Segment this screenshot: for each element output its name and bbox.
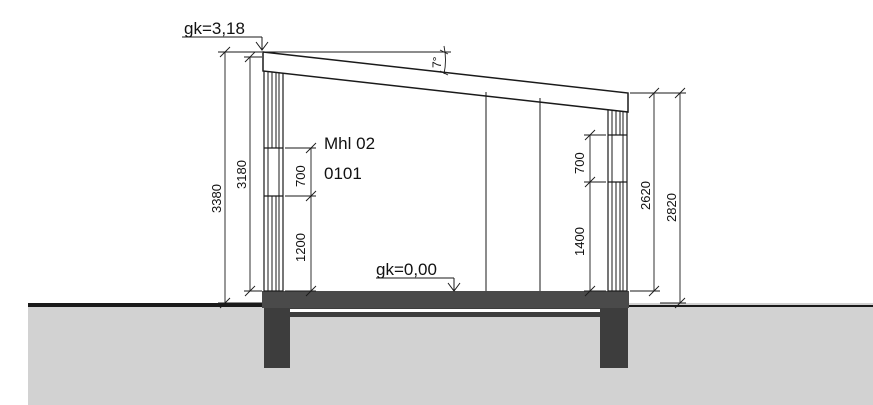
dim-left-inner-label: 3180 xyxy=(234,160,249,189)
dim-right-inner: 2620 xyxy=(630,87,660,297)
ground-fill xyxy=(28,303,873,405)
top-elevation-mark: gk=3,18 xyxy=(182,19,269,51)
dim-right-outer: 2820 xyxy=(660,87,686,309)
dim-left-outer-label: 3380 xyxy=(209,184,224,213)
right-wall xyxy=(607,107,628,292)
dim-right-outer-label: 2820 xyxy=(664,193,679,222)
dim-left-inner: 3180 xyxy=(234,51,262,297)
foundation-inner xyxy=(290,309,600,312)
room-number: 0101 xyxy=(324,164,362,183)
dim-right-sill-label: 1400 xyxy=(572,227,587,256)
roof-pitch-indicator: 7° xyxy=(263,45,451,76)
left-wall xyxy=(263,69,284,292)
dim-left-sill-label: 1200 xyxy=(293,233,308,262)
dim-left-outer: 3380 xyxy=(209,46,262,309)
floor-elevation-mark: gk=0,00 xyxy=(376,260,461,292)
dim-right-window: 700 1400 xyxy=(572,129,606,297)
floor-slab xyxy=(262,291,629,308)
dim-right-window-label: 700 xyxy=(572,152,587,174)
floor-elevation-label: gk=0,00 xyxy=(376,260,437,279)
dim-left-window-label: 700 xyxy=(293,165,308,187)
dim-right-inner-label: 2620 xyxy=(638,181,653,210)
room-name: Mhl 02 xyxy=(324,134,375,153)
dim-left-window: 700 1200 xyxy=(285,142,317,297)
roof-slab xyxy=(262,51,629,113)
top-elevation-label: gk=3,18 xyxy=(184,19,245,38)
roof-pitch-label: 7° xyxy=(430,56,444,68)
